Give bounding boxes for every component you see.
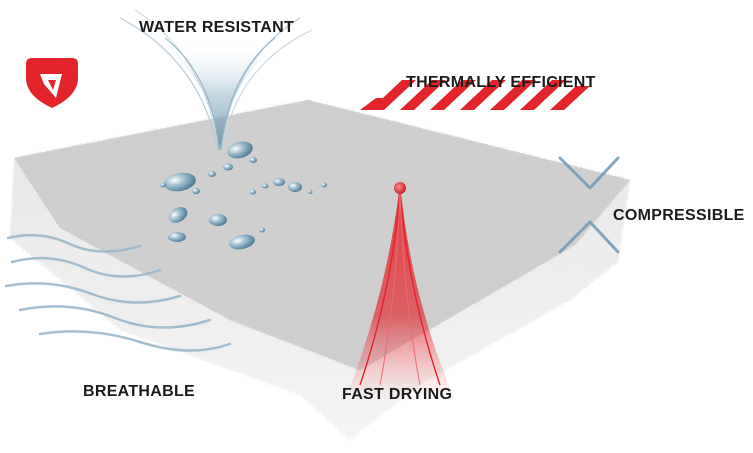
- water-funnel-icon: [119, 9, 313, 151]
- insulation-texture: [14, 100, 630, 370]
- red-evaporation-icon: [345, 182, 455, 400]
- label-thermally-efficient: THERMALLY EFFICIENT: [406, 74, 596, 91]
- chevron-arrows-icon: [558, 156, 620, 254]
- airflow-waves-icon: [4, 233, 232, 352]
- primaloft-logo: [26, 58, 78, 108]
- label-water-resistant: WATER RESISTANT: [139, 19, 295, 36]
- label-compressible: COMPRESSIBLE: [613, 207, 745, 224]
- label-fast-drying: FAST DRYING: [342, 386, 453, 403]
- red-stripes-icon: [360, 80, 590, 110]
- water-droplets: [160, 141, 327, 250]
- label-breathable: BREATHABLE: [83, 383, 196, 400]
